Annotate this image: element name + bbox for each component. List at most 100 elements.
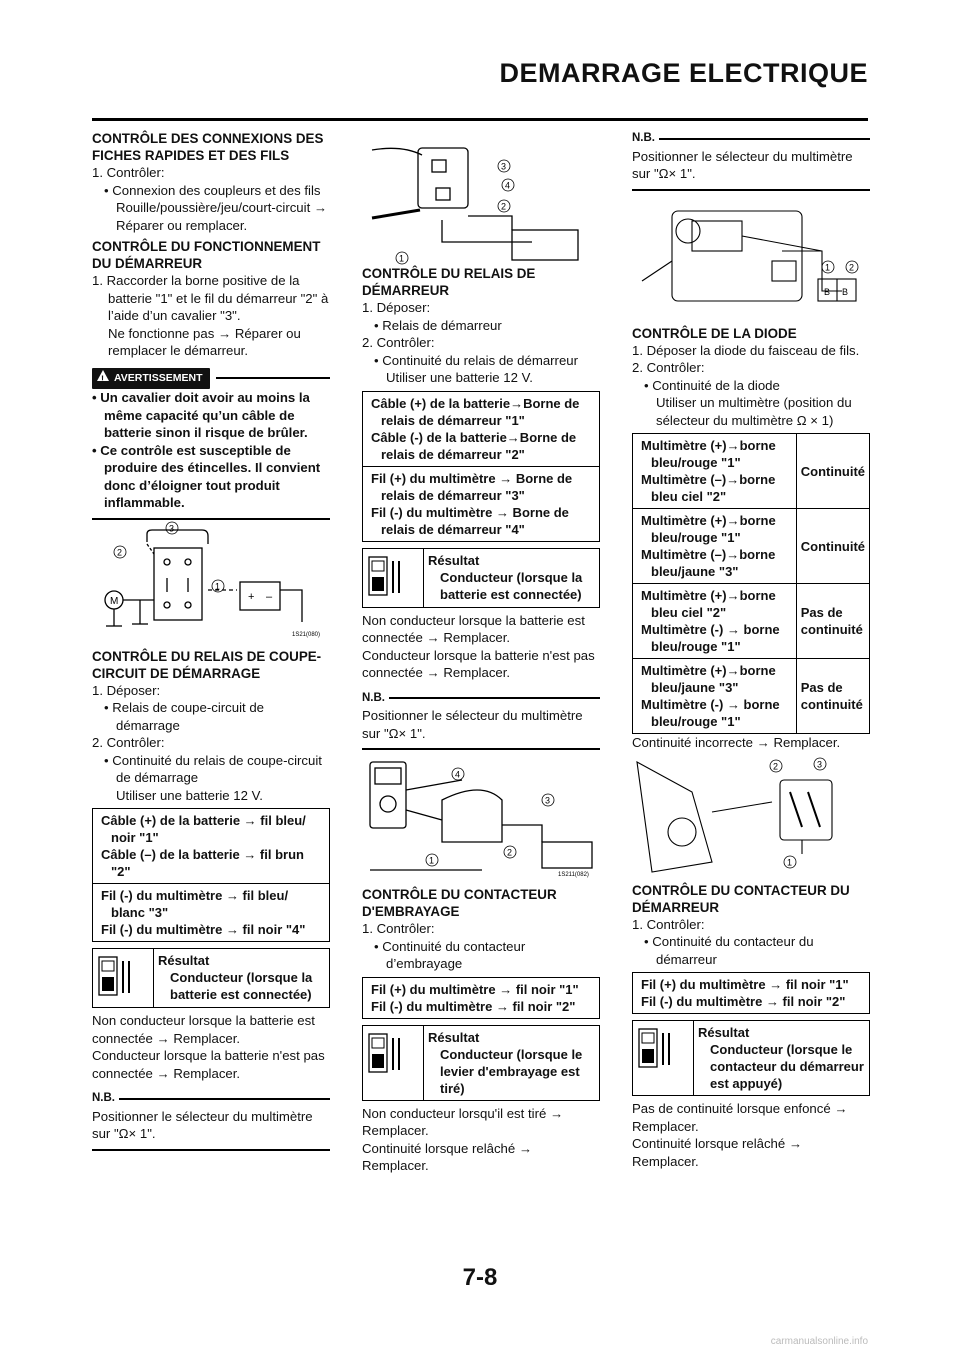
connection-table: Câble (+) de la batterie → fil bleu/ noi… <box>92 808 330 942</box>
diode-continuity-table: Multimètre (+)→borne bleu/rouge "1" Mult… <box>632 433 871 734</box>
result-label: Résultat <box>428 552 480 568</box>
table-line: Câble (-) de la batterie→Borne de relais… <box>371 429 577 462</box>
table-line: Multimètre (–)→borne bleu ciel "2" <box>641 472 776 504</box>
table-row: Multimètre (+)→borne bleu/rouge "1" Mult… <box>632 508 871 584</box>
table-line: Multimètre (-) → borne bleu/rouge "1" <box>641 622 780 654</box>
result-table: Résultat Conducteur (lorsque le contacte… <box>632 1020 870 1096</box>
note-label: N.B. <box>92 1092 115 1104</box>
callout-4: 4 <box>505 181 510 191</box>
bullet: • Relais de coupe-circuit de démarrage <box>104 700 265 733</box>
result-text: Pas de continuité lorsque enfoncé → Remp… <box>632 1101 848 1134</box>
result-text: Conducteur lorsque la batterie n'est pas… <box>362 647 595 681</box>
motor-label: M <box>110 596 118 607</box>
table-line: Câble (+) de la batterie→Borne de relais… <box>371 395 580 428</box>
bullet: • Continuité de la diode <box>644 377 780 393</box>
connection-table: Fil (+) du multimètre → fil noir "1" Fil… <box>362 976 600 1019</box>
table-row: Multimètre (+)→borne bleu/jaune "3" Mult… <box>632 658 871 734</box>
bullet: • Continuité du relais de démarreur <box>374 352 579 368</box>
table-line: Câble (–) de la batterie → fil brun "2" <box>101 847 304 879</box>
callout-2: 2 <box>849 262 854 272</box>
table-line: Fil (-) du multimètre → Borne de relais … <box>371 504 569 537</box>
starter-relay-figure: 3 4 2 1 <box>371 147 579 265</box>
note-label: N.B. <box>362 691 385 704</box>
table-line: Fil (+) du multimètre → Borne de relais … <box>371 470 573 503</box>
step: 1. Contrôler: <box>632 916 705 932</box>
callout-3: 3 <box>545 796 550 806</box>
callout-1: 1 <box>825 262 830 272</box>
connection-table: Fil (+) du multimètre → fil noir "1" Fil… <box>632 972 870 1014</box>
bullet-detail: Utiliser un multimètre (position du séle… <box>656 395 852 428</box>
figure-code: 1S211(082) <box>558 872 589 878</box>
column-3: N.B. Positionner le sélecteur du multimè… <box>632 130 871 1170</box>
result-text: Conducteur lorsque la batterie n'est pas… <box>92 1048 325 1081</box>
section-title-demarreur: CONTRÔLE DU FONCTIONNEMENT DU DÉMARREUR <box>92 239 321 271</box>
step-detail: Ne fonctionne pas → Réparer ou remplacer… <box>108 325 301 359</box>
cable <box>371 208 421 220</box>
callout-1: 1 <box>429 856 434 866</box>
column-1: CONTRÔLE DES CONNEXIONS DES FICHES RAPID… <box>92 130 330 1151</box>
column-2: 3 4 2 1 CONTRÔLE DU RELAIS DE DÉMARREUR … <box>362 130 600 1175</box>
table-row: Multimètre (+)→borne bleu/rouge "1" Mult… <box>632 433 871 509</box>
table-row: Multimètre (+)→borne bleu ciel "2" Multi… <box>632 583 871 659</box>
multimeter-icon <box>362 1024 424 1101</box>
note-text: Positionner le sélecteur du multimètre s… <box>632 148 853 182</box>
step: 1. Déposer: <box>362 300 431 315</box>
warning-label: AVERTISSEMENT <box>114 371 203 384</box>
section-title-connexions: CONTRÔLE DES CONNEXIONS DES FICHES RAPID… <box>92 131 324 163</box>
table-result: Pas de continuité <box>800 605 863 637</box>
bullet: • Continuité du relais de coupe-circuit … <box>104 752 322 786</box>
warning-triangle-icon <box>97 369 109 381</box>
result-table: Résultat Conducteur (lorsque la batterie… <box>92 948 330 1008</box>
page-number: 7-8 <box>462 1264 498 1291</box>
table-line: Fil (+) du multimètre → fil noir "1" <box>641 977 849 992</box>
battery-symbol <box>239 580 281 611</box>
switch-body <box>779 778 833 841</box>
bullet: • Continuité du contacteur d’embrayage <box>374 938 526 972</box>
table-line: Multimètre (-) → borne bleu/rouge "1" <box>641 697 780 729</box>
table-line: Fil (+) du multimètre → fil noir "1" <box>371 981 579 997</box>
battery <box>511 229 579 261</box>
callout-3: 3 <box>501 162 506 172</box>
header-rule <box>92 118 868 121</box>
connection-table: Câble (+) de la batterie→Borne de relais… <box>362 390 600 542</box>
minus-label: – <box>266 591 273 603</box>
step: 1. Contrôler: <box>92 165 165 180</box>
step: 1. Contrôler: <box>362 921 435 936</box>
warning-bullet: • Ce contrôle est susceptible de produir… <box>92 442 321 511</box>
frame-outline <box>671 209 803 302</box>
result-text: Continuité lorsque relâché → Remplacer. <box>362 1140 533 1174</box>
table-line: Multimètre (–)→borne bleu/jaune "3" <box>641 547 776 579</box>
bullet-detail: Rouille/poussière/jeu/court-circuit → Ré… <box>116 200 328 233</box>
bullet: • Relais de démarreur <box>374 317 502 333</box>
table-line: Fil (-) du multimètre → fil bleu/ blanc … <box>101 888 289 920</box>
result-text: Continuité lorsque relâché → Remplacer. <box>632 1136 803 1169</box>
note-header: N.B. <box>632 130 870 148</box>
warning-badge: ! AVERTISSEMENT <box>92 367 211 389</box>
table-result: Continuité <box>800 538 865 554</box>
table-line: Câble (+) de la batterie → fil bleu/ noi… <box>101 813 306 845</box>
result-value: Conducteur (lorsque le levier d'embrayag… <box>440 1046 583 1096</box>
starter-switch-figure: 2 3 1 <box>636 757 833 873</box>
result-table: Résultat Conducteur (lorsque le levier d… <box>362 1024 600 1101</box>
callout-3: 3 <box>817 759 822 769</box>
warning-header: ! AVERTISSEMENT <box>92 367 330 389</box>
result-value: Conducteur (lorsque la batterie est conn… <box>440 569 583 602</box>
result-text: Non conducteur lorsqu'il est tiré → Remp… <box>362 1105 564 1139</box>
section-title-embrayage: CONTRÔLE DU CONTACTEUR D'EMBRAYAGE <box>362 887 557 919</box>
table-line: Fil (-) du multimètre → fil noir "2" <box>641 994 846 1009</box>
figure-code: 1S21(080) <box>292 632 320 638</box>
starter-wiring-diagram: M + – 2 3 1 1S21(080) <box>104 521 320 638</box>
plus-label: + <box>248 591 254 603</box>
callout-2: 2 <box>773 761 778 771</box>
table-line: Fil (-) du multimètre → fil noir "4" <box>101 922 306 937</box>
step: 1. Raccorder la borne positive de la bat… <box>92 273 329 323</box>
callout-3: 3 <box>169 523 174 533</box>
section-title-relais-demarreur: CONTRÔLE DU RELAIS DE DÉMARREUR <box>362 266 536 298</box>
note-header: N.B. <box>362 690 600 708</box>
section-title-diode: CONTRÔLE DE LA DIODE <box>632 325 797 341</box>
jumper-cable <box>146 528 209 544</box>
warning-body: • Un cavalier doit avoir au moins la mêm… <box>92 389 330 520</box>
step: 2. Contrôler: <box>92 735 165 750</box>
multimeter-icon <box>92 948 154 1008</box>
table-line: Fil (-) du multimètre → fil noir "2" <box>371 998 576 1014</box>
